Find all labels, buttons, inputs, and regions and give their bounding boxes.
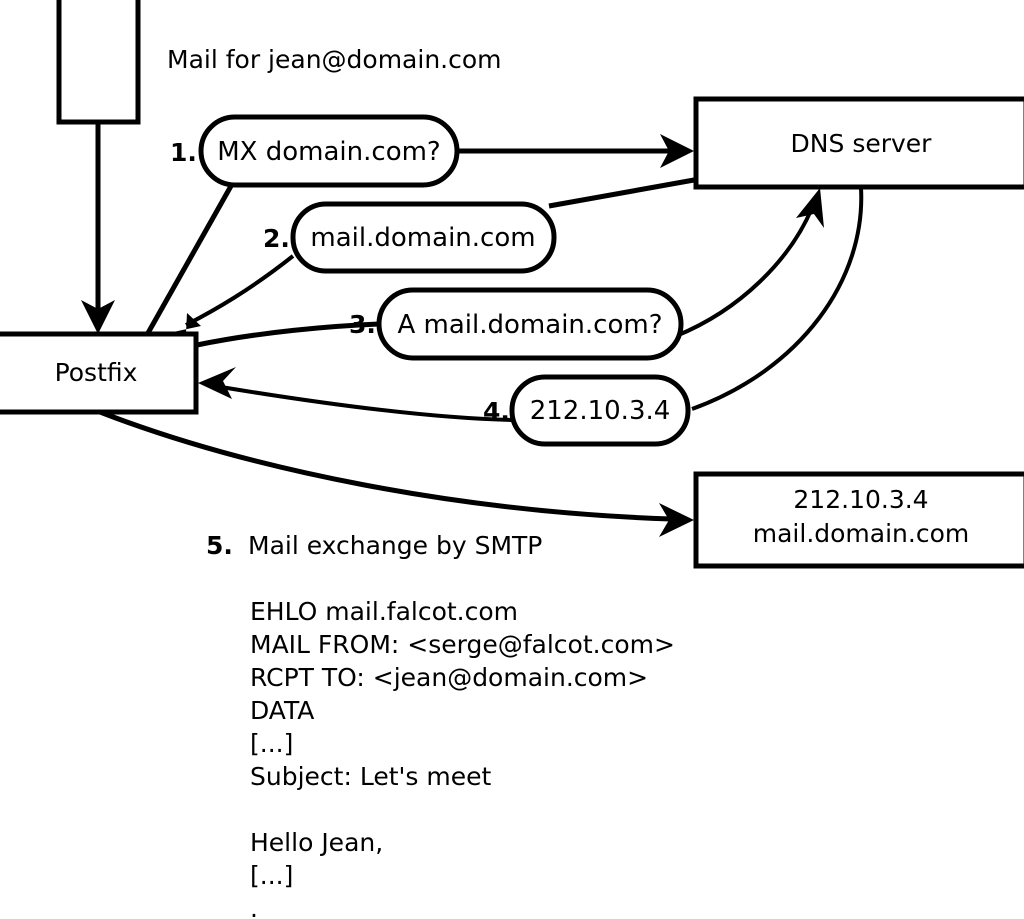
edge-step3-query [196,188,824,348]
transcript-line-0: EHLO mail.falcot.com [250,597,518,626]
arrowhead-step1-to-dns [660,134,694,168]
remote-mail-server-hostname: mail.domain.com [753,519,969,548]
edge-step1-query [145,134,694,335]
step-number-4: 4. [483,397,510,426]
pill-step-2: mail.domain.com [290,201,557,274]
transcript-line-3: DATA [250,696,314,725]
node-source-box [56,0,141,125]
arrowhead-incoming-mail [81,300,115,334]
pill-step-3: A mail.domain.com? [376,287,684,361]
transcript-line-4: [...] [250,729,293,758]
transcript-line-1: MAIL FROM: <serge@falcot.com> [250,630,675,659]
step-number-2: 2. [263,224,290,253]
arrowhead-step5-to-mailserver [659,503,694,537]
edge-step2-response [164,177,695,334]
pill-step-3-label: A mail.domain.com? [398,310,663,340]
transcript-line-7: Hello Jean, [250,828,383,857]
node-dns-server: DNS server [693,96,1024,190]
remote-mail-server-ip: 212.10.3.4 [793,485,928,514]
arrowhead-step4-to-postfix [198,367,236,399]
dns-server-label: DNS server [791,129,933,158]
transcript-line-2: RCPT TO: <jean@domain.com> [250,663,648,692]
postfix-label: Postfix [55,358,138,387]
pill-step-1-label: MX domain.com? [217,137,440,167]
step-number-1: 1. [170,138,197,167]
transcript-line-5: Subject: Let's meet [250,762,491,791]
smtp-transcript: EHLO mail.falcot.com MAIL FROM: <serge@f… [250,597,675,919]
pill-step-1: MX domain.com? [198,114,460,188]
edge-incoming-mail [81,122,115,334]
transcript-line-10: . [250,894,258,919]
pill-step-2-label: mail.domain.com [310,223,535,253]
step-number-3: 3. [349,310,376,339]
pill-step-4-label: 212.10.3.4 [530,396,671,426]
transcript-line-8: [...] [250,861,293,890]
arrowhead-step3-to-dns [796,188,824,228]
node-postfix: Postfix [0,331,199,415]
edge-step4-response [198,187,864,422]
pill-step-4: 212.10.3.4 [509,374,691,447]
edge-step5-smtp [99,409,694,537]
arrowhead-step2-to-postfix [164,313,201,334]
node-remote-mail-server: 212.10.3.4 mail.domain.com [693,471,1024,569]
step-number-5: 5. [206,531,233,560]
header-note: Mail for jean@domain.com [167,45,502,74]
step-5-label: Mail exchange by SMTP [248,531,542,560]
